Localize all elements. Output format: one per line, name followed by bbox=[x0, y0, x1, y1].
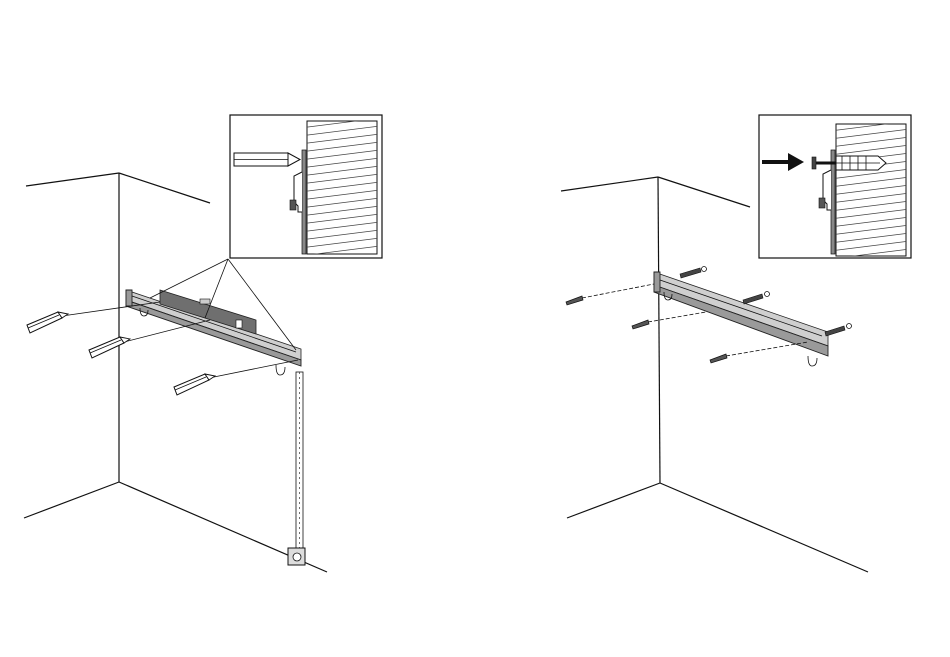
screw-icon bbox=[566, 284, 654, 305]
wall-plug-icon bbox=[680, 267, 707, 279]
pencil-icon bbox=[174, 360, 298, 395]
right-panel bbox=[561, 115, 911, 572]
detail-inset-left bbox=[230, 115, 382, 264]
tape-measure-icon bbox=[288, 372, 305, 565]
detail-inset-right bbox=[759, 115, 911, 267]
wall-plug-icon bbox=[825, 324, 852, 337]
screw-icon bbox=[710, 342, 808, 363]
left-panel bbox=[24, 115, 382, 572]
screw-icon bbox=[632, 312, 706, 329]
wall-plug-icon bbox=[836, 156, 886, 170]
curtain-rail-right bbox=[654, 272, 828, 366]
pencil-icon bbox=[234, 153, 300, 166]
wall-plug-icon bbox=[743, 292, 770, 305]
